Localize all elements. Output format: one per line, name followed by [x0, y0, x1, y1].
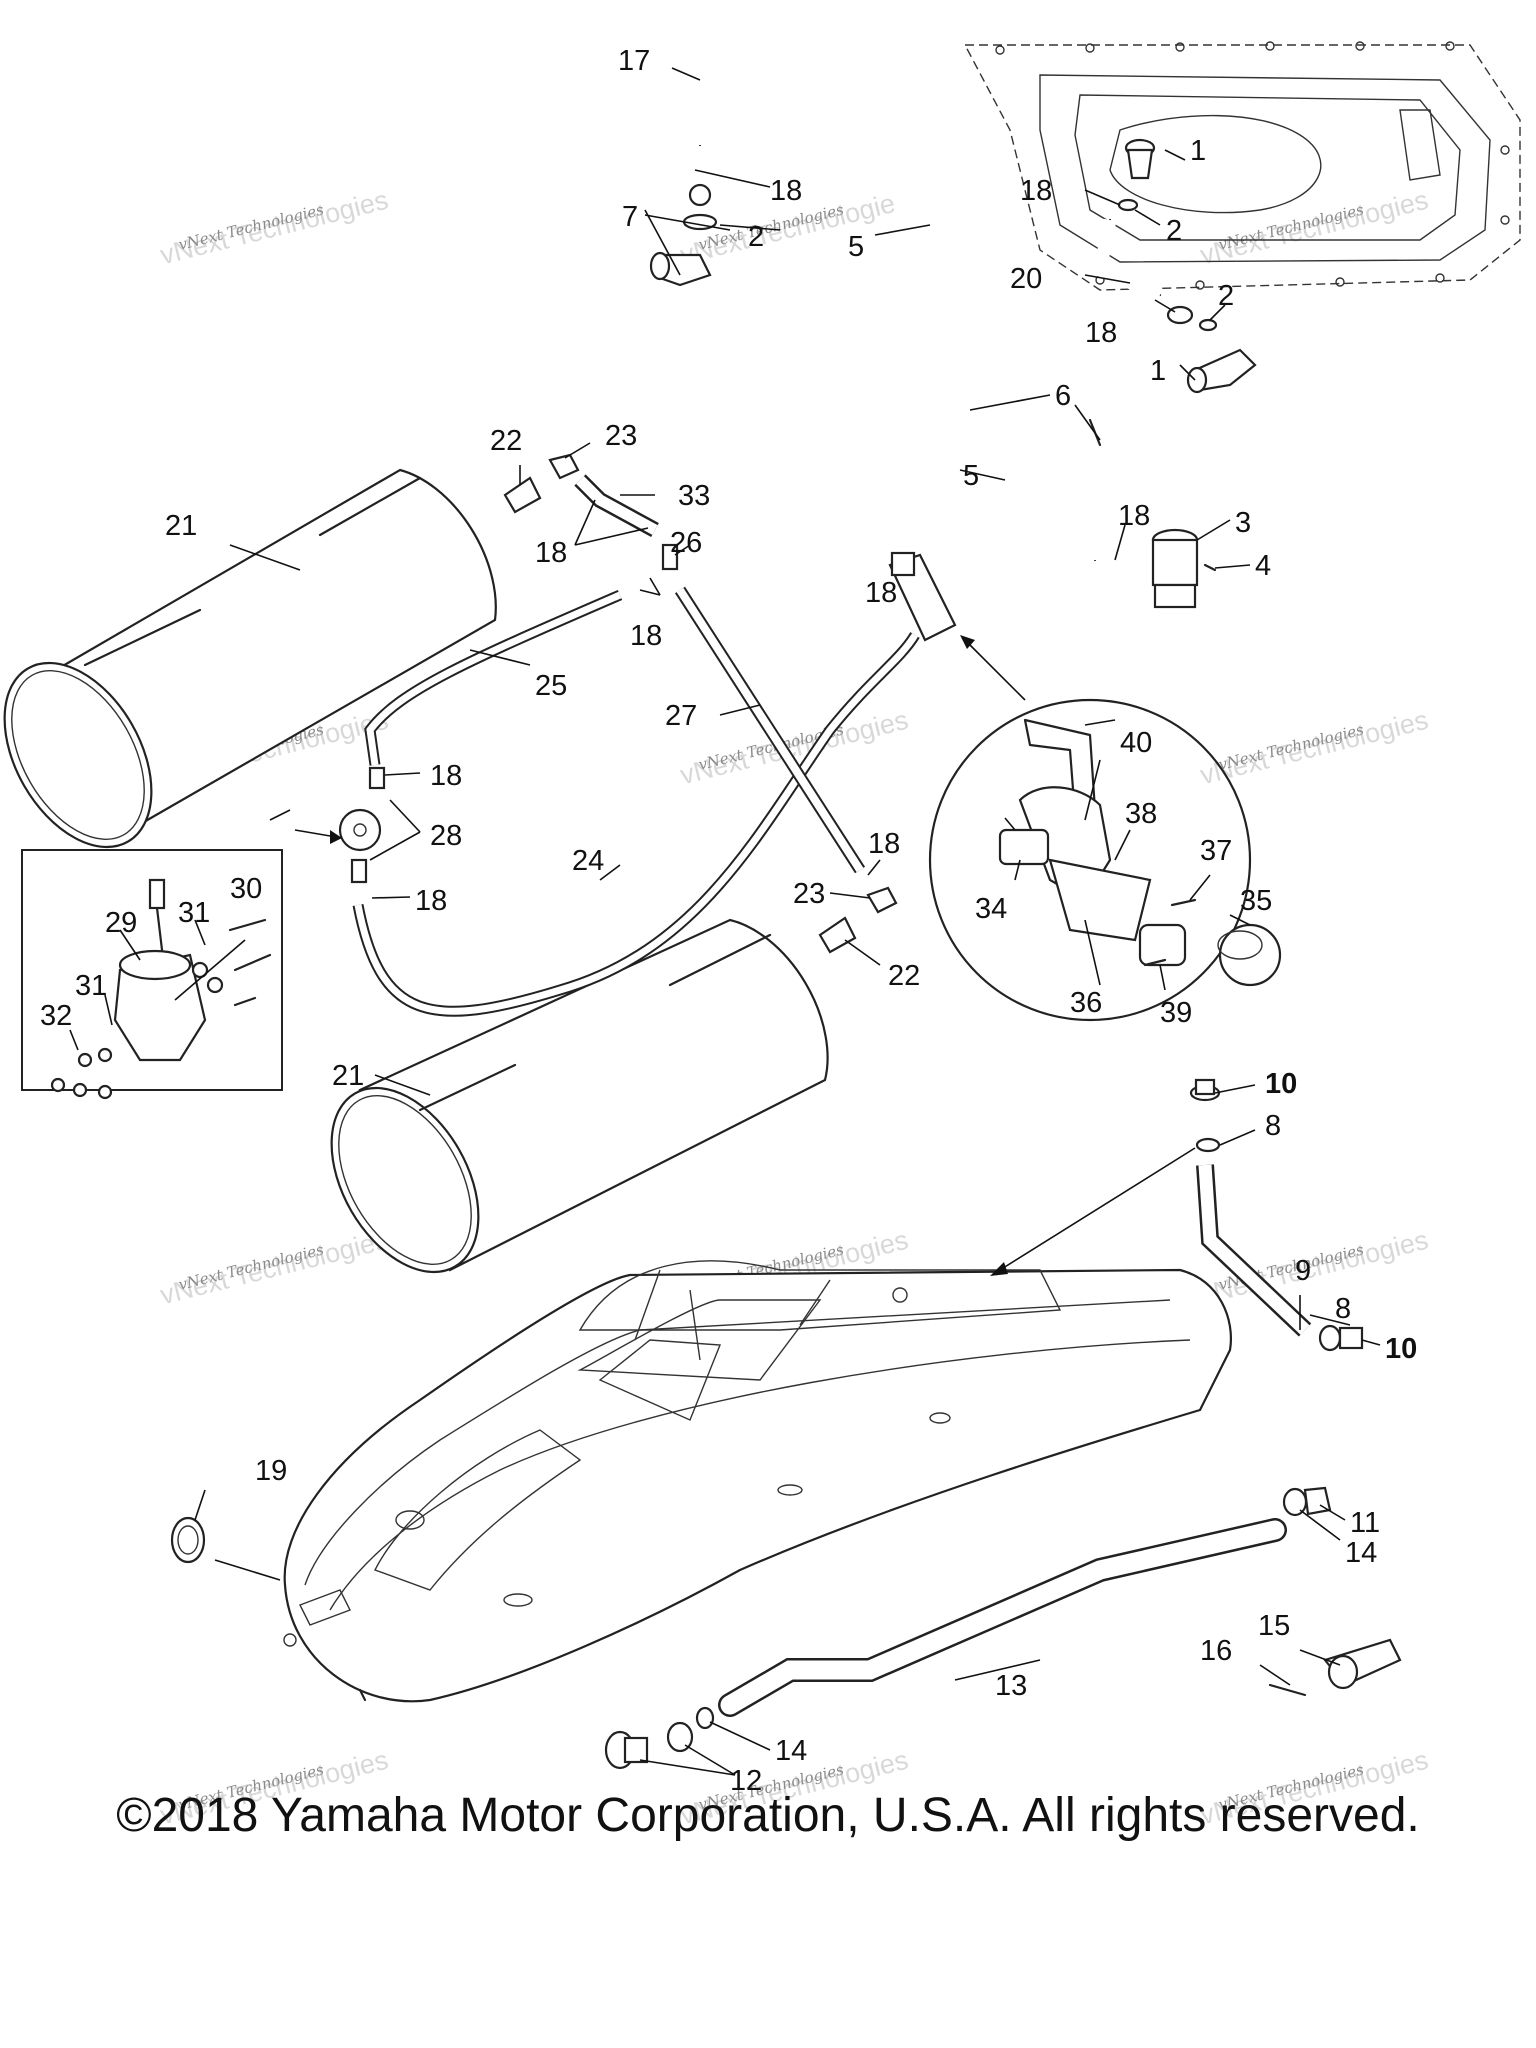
callout-31: 31 — [178, 897, 210, 929]
callout-32: 32 — [40, 1000, 72, 1032]
valve-detail-drawing — [928, 698, 1282, 1022]
callout-9: 9 — [1295, 1255, 1311, 1287]
callout-21: 21 — [165, 510, 197, 542]
callout-22: 22 — [888, 960, 920, 992]
callout-22: 22 — [490, 425, 522, 457]
callout-16: 16 — [1200, 1635, 1232, 1667]
callout-8: 8 — [1335, 1293, 1351, 1325]
callout-10: 10 — [1265, 1068, 1297, 1100]
callout-2: 2 — [1218, 280, 1234, 312]
callout-18: 18 — [415, 885, 447, 917]
arrow-group — [294, 635, 1196, 1276]
callout-5: 5 — [848, 231, 864, 263]
callout-18: 18 — [865, 577, 897, 609]
callout-25: 25 — [535, 670, 567, 702]
callout-7: 7 — [622, 201, 638, 233]
float-bag-upper-drawing — [3, 468, 497, 849]
callout-18: 18 — [1118, 500, 1150, 532]
callout-18: 18 — [770, 175, 802, 207]
callout-23: 23 — [605, 420, 637, 452]
callout-19: 19 — [255, 1455, 287, 1487]
lower-parts-drawing — [170, 1078, 1402, 1770]
copyright-notice: ©2018 Yamaha Motor Corporation, U.S.A. A… — [116, 1789, 1420, 1842]
callout-1: 1 — [1150, 355, 1166, 387]
air-hose-network — [338, 453, 957, 1017]
callout-31: 31 — [75, 970, 107, 1002]
inset-box — [21, 849, 283, 1100]
callout-30: 30 — [230, 873, 262, 905]
callout-18: 18 — [535, 537, 567, 569]
callout-11: 11 — [1350, 1507, 1380, 1539]
callout-18: 18 — [430, 760, 462, 792]
callout-27: 27 — [665, 700, 697, 732]
callout-37: 37 — [1200, 835, 1232, 867]
callout-20: 20 — [1010, 263, 1042, 295]
callout-40: 40 — [1120, 727, 1152, 759]
float-bag-lower-drawing — [330, 918, 829, 1274]
callout-33: 33 — [678, 480, 710, 512]
boat-hull-drawing — [283, 1260, 1232, 1703]
callout-15: 15 — [1258, 1610, 1290, 1642]
callout-21: 21 — [332, 1060, 364, 1092]
callout-4: 4 — [1255, 550, 1271, 582]
callout-5: 5 — [963, 460, 979, 492]
engine-tray-drawing — [963, 41, 1521, 291]
callout-29: 29 — [105, 907, 137, 939]
callout-labels: 17 18 7 2 5 1 2 18 20 18 2 1 6 5 18 3 4 … — [40, 45, 1417, 1797]
callout-35: 35 — [1240, 885, 1272, 917]
callout-14: 14 — [1345, 1537, 1377, 1569]
callout-18: 18 — [1020, 175, 1052, 207]
callout-12: 12 — [730, 1765, 762, 1797]
callout-18: 18 — [630, 620, 662, 652]
callout-14: 14 — [775, 1735, 807, 1767]
callout-38: 38 — [1125, 798, 1157, 830]
callout-2: 2 — [1166, 215, 1182, 247]
callout-28: 28 — [430, 820, 462, 852]
callout-6: 6 — [1055, 380, 1071, 412]
callout-18: 18 — [1085, 317, 1117, 349]
callout-34: 34 — [975, 893, 1007, 925]
callout-1: 1 — [1190, 135, 1206, 167]
callout-24: 24 — [572, 845, 604, 877]
leader-lines — [69, 67, 1381, 1776]
callout-23: 23 — [793, 878, 825, 910]
callout-3: 3 — [1235, 507, 1251, 539]
upper-hose-assembly — [649, 22, 1257, 609]
callout-2: 2 — [748, 221, 764, 253]
callout-26: 26 — [670, 527, 702, 559]
callout-10: 10 — [1385, 1333, 1417, 1365]
callout-8: 8 — [1265, 1110, 1281, 1142]
callout-39: 39 — [1160, 997, 1192, 1029]
callout-18: 18 — [868, 828, 900, 860]
callout-17: 17 — [618, 45, 650, 77]
callout-36: 36 — [1070, 987, 1102, 1019]
callout-13: 13 — [995, 1670, 1027, 1702]
